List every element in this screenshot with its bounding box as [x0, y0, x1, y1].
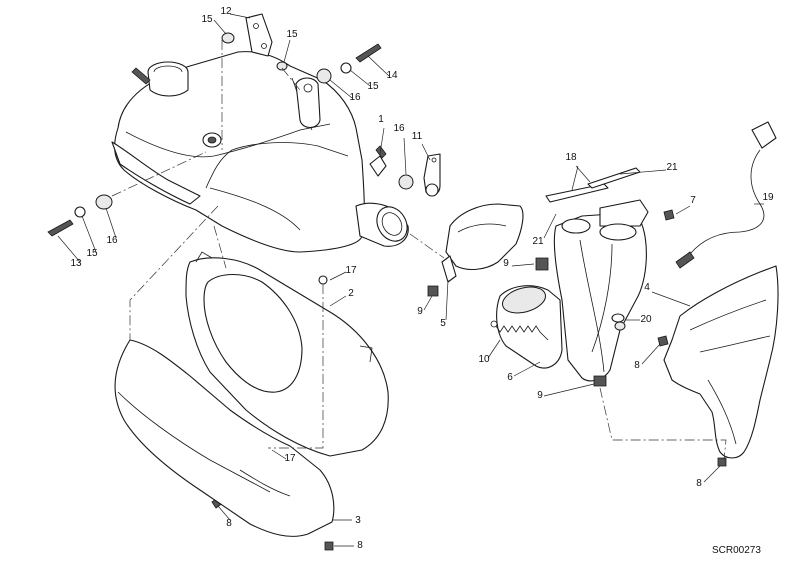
heat-shield-4: [663, 265, 779, 459]
panel-2: [185, 251, 389, 457]
callout-c-11: 11: [412, 131, 423, 142]
callout-c-15b: 15: [286, 29, 298, 40]
callout-c-7: 7: [690, 195, 696, 206]
callout-c-21b: 21: [532, 236, 544, 247]
heat-guard-5: [441, 203, 524, 283]
lambda-sensor-19: [675, 121, 777, 269]
leader-lines: [57, 13, 764, 547]
callout-c-9c: 9: [537, 390, 543, 401]
callout-c-12: 12: [220, 6, 232, 17]
callout-c-9a: 9: [503, 258, 509, 269]
callout-c-13: 13: [70, 258, 82, 269]
bracket-12: [245, 13, 273, 57]
spring-10: [490, 320, 549, 341]
alignment-lines: [111, 40, 727, 461]
clamp-parts: [427, 209, 727, 467]
callout-c-4: 4: [644, 282, 650, 293]
cover-3: [114, 339, 335, 537]
callout-c-9b: 9: [417, 306, 423, 317]
callout-c-8c: 8: [226, 518, 232, 529]
callout-c-2: 2: [348, 288, 354, 299]
callout-c-14: 14: [386, 70, 398, 81]
callout-c-15a: 15: [201, 14, 213, 25]
callout-c-5: 5: [440, 318, 446, 329]
callout-c-20: 20: [640, 314, 652, 325]
airbox-body: [111, 51, 409, 253]
callout-c-1: 1: [378, 114, 384, 125]
bracket-11: [423, 153, 441, 197]
callout-c-6: 6: [507, 372, 513, 383]
callout-c-16b: 16: [393, 123, 405, 134]
callout-c-16a: 16: [349, 92, 361, 103]
diagram-code: SCR00273: [712, 545, 761, 556]
callout-c-17a: 17: [345, 265, 357, 276]
callout-c-17b: 17: [284, 453, 296, 464]
callout-c-8b: 8: [696, 478, 702, 489]
callout-c-19: 19: [762, 192, 774, 203]
callout-c-8d: 8: [357, 540, 363, 551]
callout-c-8a: 8: [634, 360, 640, 371]
callout-labels: 12 15 15 14 15 16 1 16 11 18 21 7 19 21 13 15 16 17 9 2 4 9 5 2…: [70, 6, 774, 551]
manifold-6: [496, 167, 649, 387]
callout-c-10: 10: [478, 354, 490, 365]
callout-c-15d: 15: [86, 248, 98, 259]
callout-c-3: 3: [355, 515, 361, 526]
callout-c-18: 18: [565, 152, 577, 163]
callout-c-15c: 15: [367, 81, 379, 92]
callout-c-21a: 21: [666, 162, 678, 173]
callout-c-16c: 16: [106, 235, 118, 246]
